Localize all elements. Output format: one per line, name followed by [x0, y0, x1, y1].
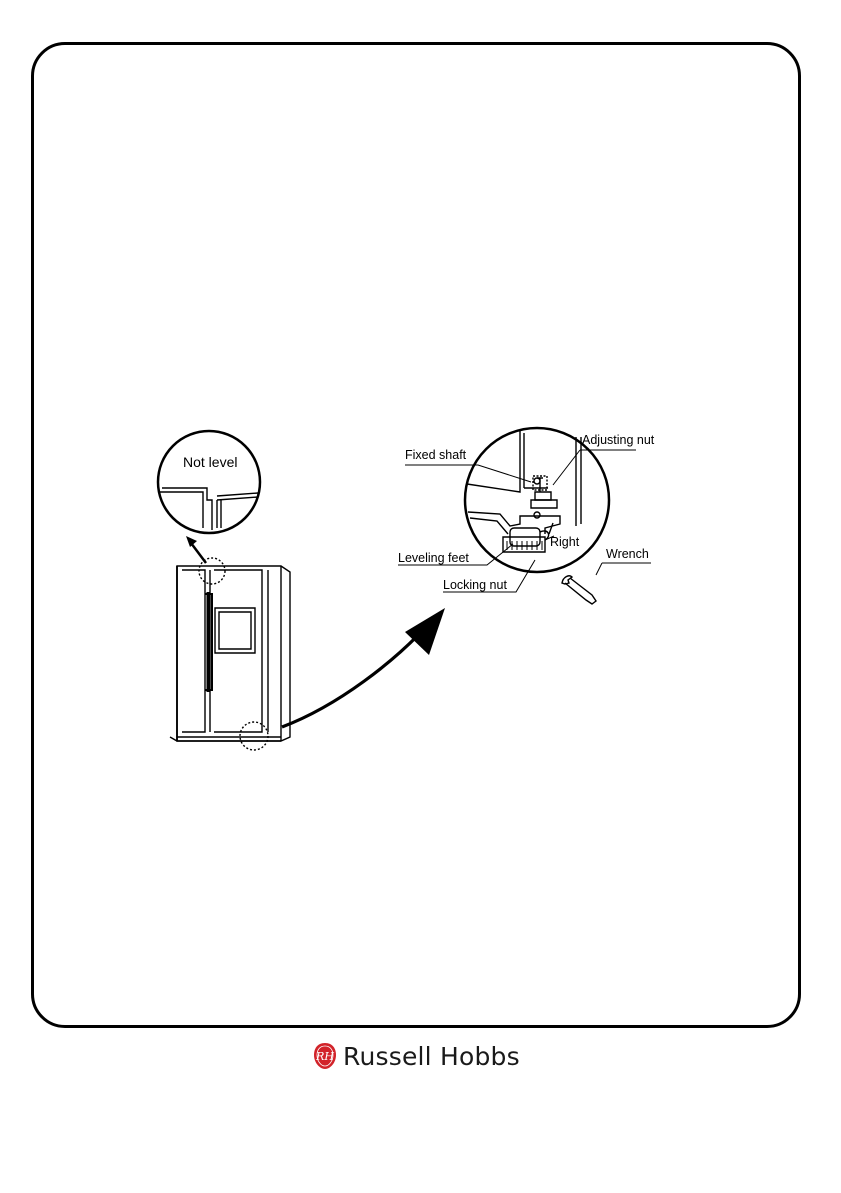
brand-name: Russell Hobbs — [343, 1042, 520, 1071]
wrench-label: Wrench — [606, 548, 649, 561]
logo-monogram: RH — [315, 1050, 334, 1063]
not-level-callout — [158, 431, 260, 533]
adjusting-nut-label: Adjusting nut — [582, 434, 654, 447]
refrigerator-drawing — [170, 566, 290, 750]
wrench-icon — [562, 576, 596, 604]
brand-logo: RH Russell Hobbs — [313, 1039, 520, 1073]
fixed-shaft-label: Fixed shaft — [405, 449, 466, 462]
not-level-label: Not level — [183, 455, 237, 469]
right-label: Right — [550, 536, 579, 549]
rh-monogram-icon: RH — [313, 1042, 337, 1070]
leveling-feet-label: Leveling feet — [398, 552, 469, 565]
locking-nut-label: Locking nut — [443, 579, 507, 592]
